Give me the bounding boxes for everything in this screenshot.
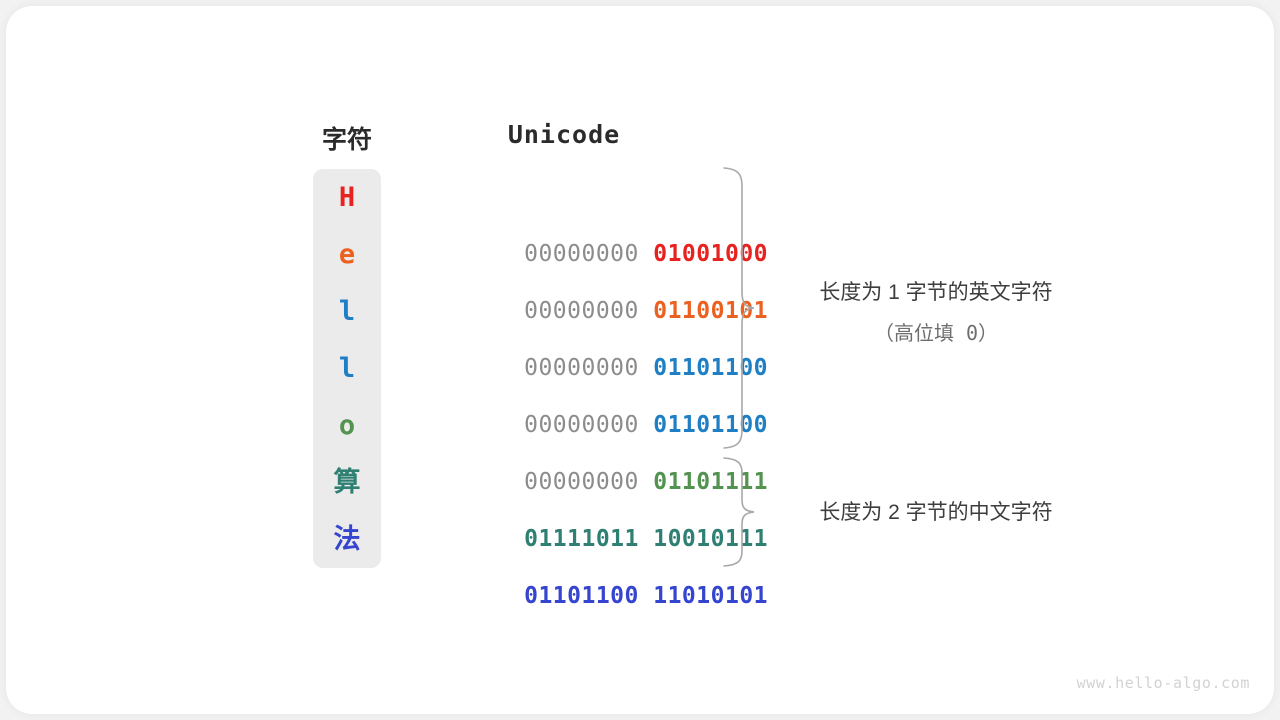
binary-row-5: 00000000_01101111: [438, 397, 767, 495]
char-cell-1: H: [338, 182, 356, 213]
binary-row-7: 01101100_11010101: [438, 511, 767, 609]
char-cell-4: l: [338, 353, 356, 384]
char-cell-6: 算: [333, 467, 361, 498]
binary-low-byte-7: 11010101: [653, 583, 769, 609]
binary-row-4: 00000000_01101100: [438, 340, 767, 438]
binary-high-byte-3: 00000000: [524, 355, 639, 381]
binary-low-byte-6: 10010111: [653, 526, 769, 552]
binary-row-6: 01111011_10010111: [438, 454, 767, 552]
watermark: www.hello-algo.com: [1076, 674, 1250, 692]
binary-row-2: 00000000_01100101: [438, 226, 767, 324]
binary-row-3: 00000000_01101100: [438, 283, 767, 381]
brace-2-byte-group: [723, 457, 755, 567]
binary-low-byte-4: 01101100: [653, 412, 769, 438]
column-header-unicode: Unicode: [507, 120, 621, 149]
char-cell-5: o: [338, 410, 356, 441]
binary-low-byte-5: 01101111: [653, 469, 769, 495]
binary-high-byte-6: 01111011: [524, 526, 639, 552]
char-cell-2: e: [338, 239, 356, 270]
binary-high-byte-7: 01101100: [524, 583, 639, 609]
annotation-1-byte: 长度为 1 字节的英文字符 （高位填 0）: [791, 276, 1081, 346]
char-cell-3: l: [338, 296, 356, 327]
annotation-2-byte-text: 长度为 2 字节的中文字符: [819, 501, 1053, 524]
binary-high-byte-5: 00000000: [524, 469, 639, 495]
binary-separator-7: _: [639, 583, 653, 609]
binary-high-byte-1: 00000000: [524, 241, 639, 267]
binary-low-byte-3: 01101100: [653, 355, 769, 381]
binary-high-byte-4: 00000000: [524, 412, 639, 438]
figure-card: 字符 Unicode H e l l o 算 法 00000000_010010…: [6, 6, 1274, 714]
binary-low-byte-1: 01001000: [653, 241, 769, 267]
binary-high-byte-2: 00000000: [524, 298, 639, 324]
annotation-1-byte-subtext: （高位填 0）: [873, 321, 999, 345]
char-cell-7: 法: [333, 524, 361, 555]
annotation-2-byte: 长度为 2 字节的中文字符: [791, 496, 1081, 526]
binary-row-1: 00000000_01001000: [438, 169, 767, 267]
brace-1-byte-group: [723, 167, 755, 449]
annotation-1-byte-text: 长度为 1 字节的英文字符: [819, 281, 1053, 304]
binary-low-byte-2: 01100101: [653, 298, 769, 324]
character-column: H e l l o 算 法: [313, 169, 381, 568]
column-header-character: 字符: [321, 126, 372, 154]
